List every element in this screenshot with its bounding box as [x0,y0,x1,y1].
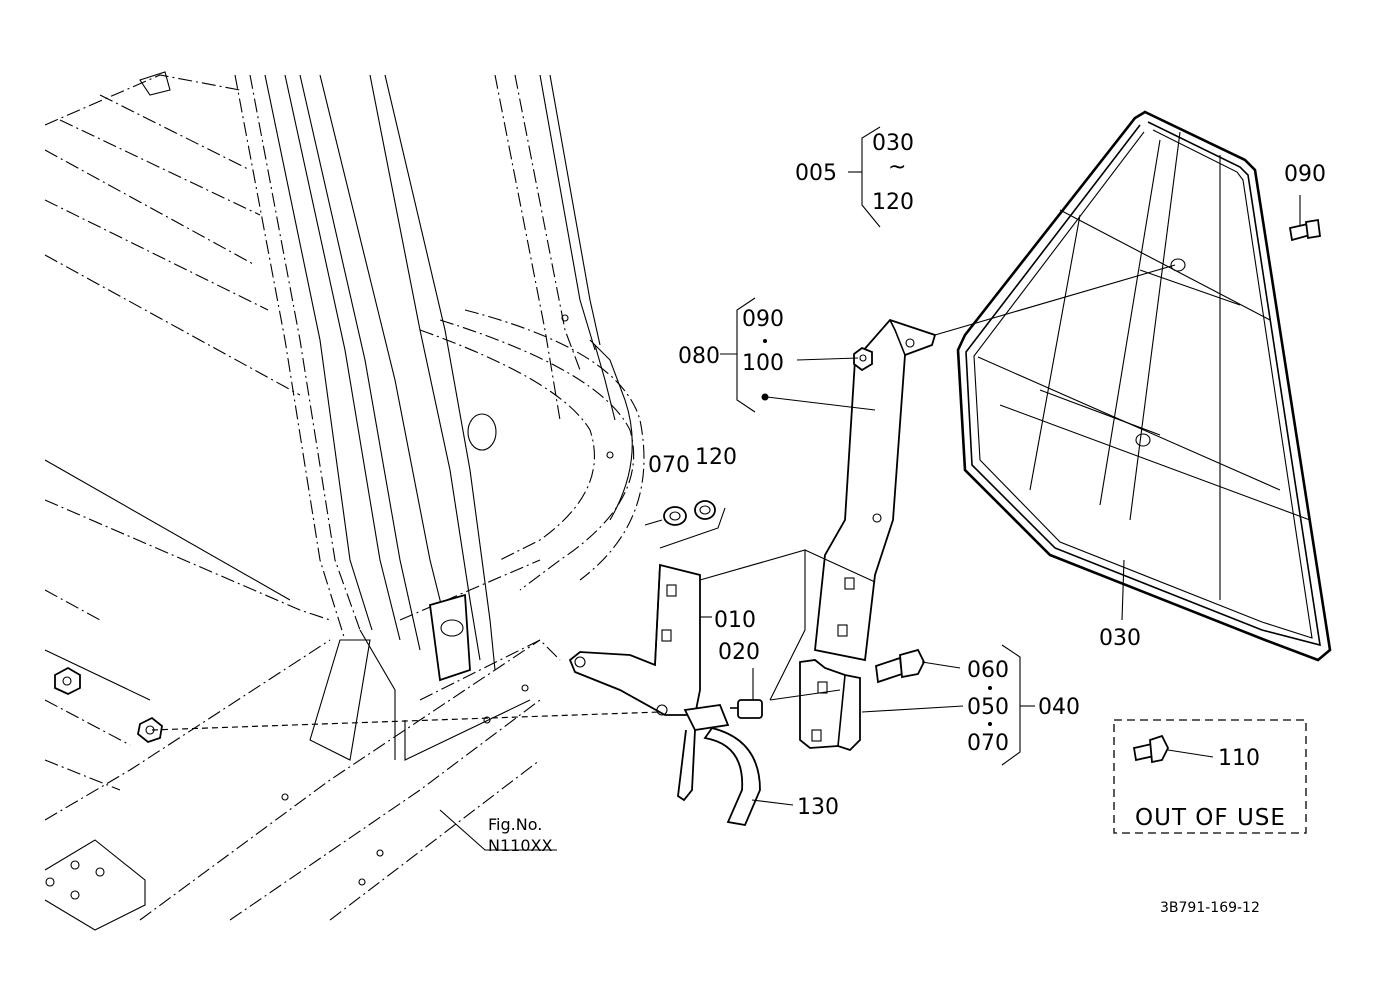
callout-040: 040 [1038,695,1080,720]
callout-070: 070 [648,453,690,478]
stay-080 [804,264,1176,662]
clamp-130 [677,704,761,827]
leader-dot [761,393,769,401]
callout-005-sep: ~ [888,155,906,180]
bolt-090 [1288,218,1322,242]
bracket-010 [568,549,806,716]
callout-005-to: 120 [872,190,914,215]
bolt-110 [1132,734,1170,764]
diagram-code: 3B791-169-12 [1160,900,1260,916]
out-of-use-label: OUT OF USE [1135,805,1286,831]
nut-washer-070-120 [644,500,726,549]
callout-010: 010 [714,608,756,633]
callout-080-a: 090 [742,307,784,332]
figure-ref-label: Fig.No. [488,815,542,834]
callout-120: 120 [695,445,737,470]
callout-090: 090 [1284,162,1326,187]
callout-080-b: 100 [742,351,784,376]
callout-110: 110 [1218,746,1260,771]
bolt-020 [730,699,763,719]
callout-030: 030 [1099,626,1141,651]
callout-020: 020 [718,640,760,665]
separator-dot-050b [988,722,992,726]
separator-dot-080 [763,339,767,343]
figure-ref-number: N110XX [488,836,552,855]
callout-005: 005 [795,161,837,186]
assembly-line [151,711,661,731]
out-of-use-box [1113,719,1307,834]
nut-090-100 [853,346,873,372]
callout-060: 060 [967,658,1009,683]
screen-guard-030 [956,110,1332,662]
cab-frame-background [44,71,645,931]
callout-050: 050 [967,695,1009,720]
bolt-060 [875,648,926,684]
callout-005-from: 030 [872,131,914,156]
callout-080: 080 [678,344,720,369]
callout-070-b: 070 [967,731,1009,756]
leader-lines [439,126,1301,851]
latch-040 [769,659,861,752]
separator-dot-050a [988,686,992,690]
callout-130: 130 [797,795,839,820]
